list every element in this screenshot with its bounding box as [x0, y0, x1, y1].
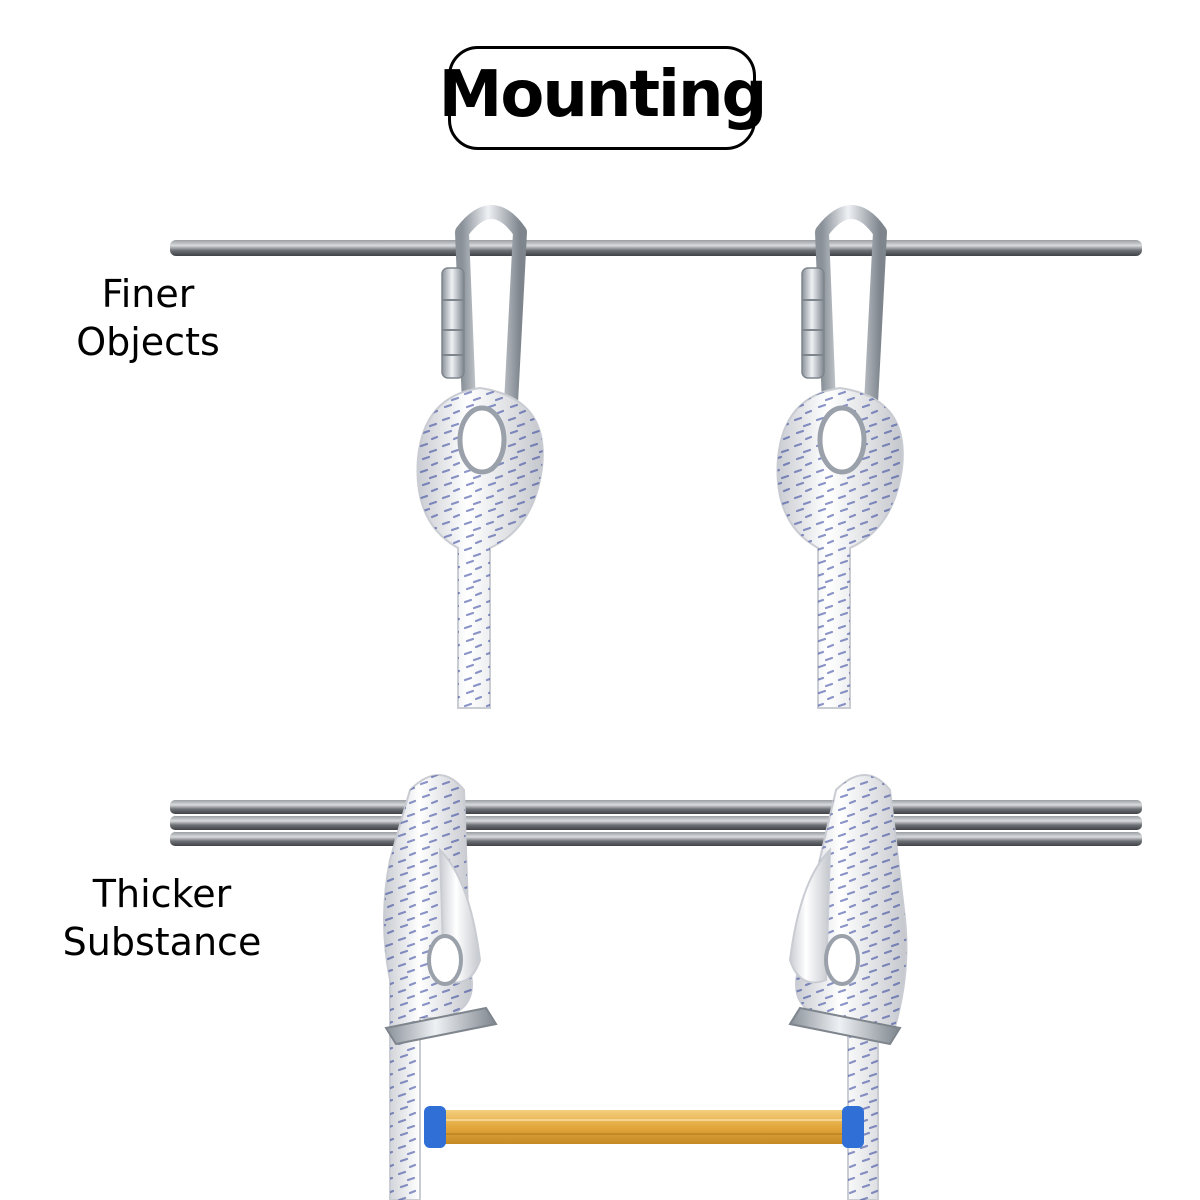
- right-rope-loop: [788, 774, 908, 1200]
- left-rope-loop: [383, 774, 498, 1200]
- finer-label-line-1: Finer: [101, 272, 195, 316]
- thin-bar: [170, 240, 1142, 256]
- finer-label-line-2: Objects: [76, 320, 220, 364]
- page-title: Mounting: [438, 58, 768, 132]
- thicker-substance-label: Thicker Substance: [52, 870, 272, 966]
- thicker-label-line-2: Substance: [62, 920, 262, 964]
- title-badge: Mounting: [439, 46, 767, 150]
- right-rope-eye: [776, 386, 904, 709]
- finer-objects-label: Finer Objects: [70, 270, 226, 366]
- left-rope-eye: [416, 386, 544, 709]
- ladder-rung: [424, 1106, 864, 1148]
- thicker-label-line-1: Thicker: [92, 872, 232, 916]
- thick-bars: [170, 800, 1142, 846]
